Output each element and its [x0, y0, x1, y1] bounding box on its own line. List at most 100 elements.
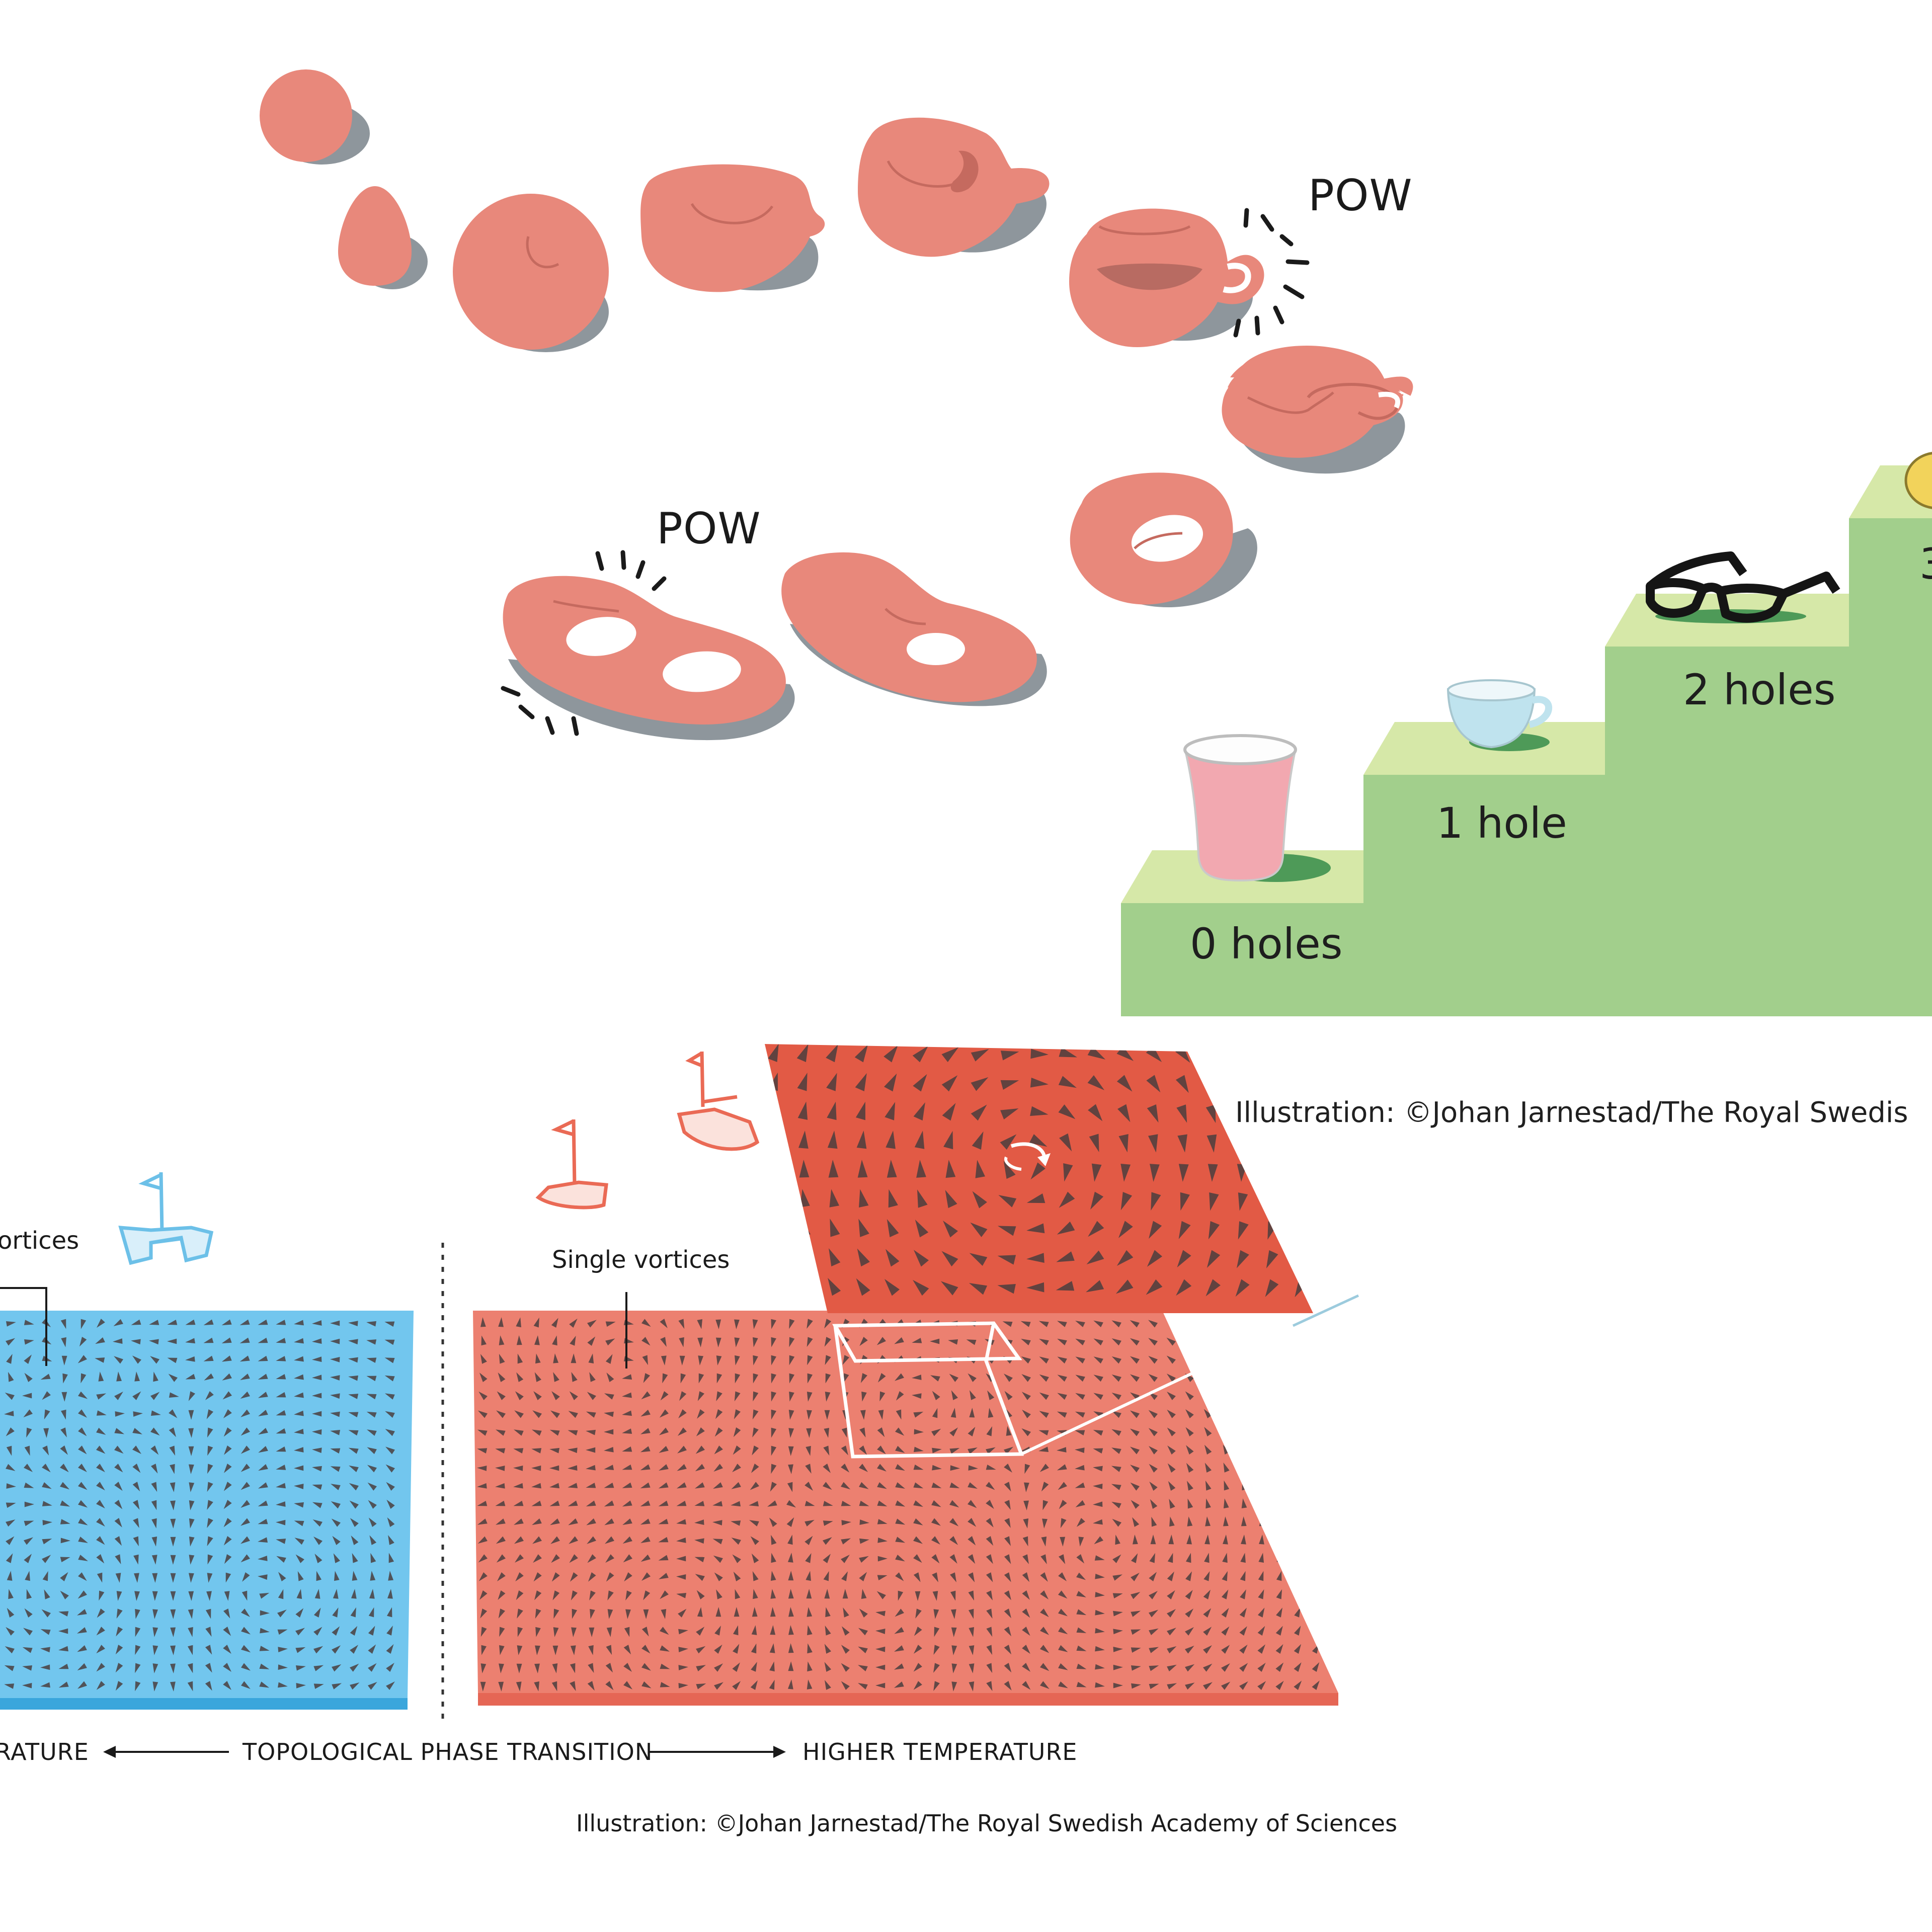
vector-arrow [826, 1073, 837, 1091]
vector-arrow [768, 1101, 779, 1120]
vector-arrow [58, 1681, 69, 1688]
vector-arrow [988, 1408, 994, 1418]
vector-arrow [732, 1681, 741, 1690]
vector-arrow [1026, 1223, 1045, 1234]
vector-arrow [1039, 1374, 1049, 1382]
vector-arrow [386, 1607, 392, 1618]
vector-arrow [968, 1447, 978, 1454]
vector-arrow [731, 1520, 741, 1526]
vector-arrow [25, 1571, 30, 1581]
vector-arrow [1118, 1221, 1133, 1238]
vector-arrow [732, 1464, 741, 1473]
vector-arrow [913, 1500, 923, 1507]
vector-arrow [859, 1608, 868, 1618]
vector-arrow [931, 1482, 942, 1488]
vector-arrow [590, 1608, 595, 1619]
vector-arrow [1185, 1682, 1195, 1690]
vector-arrow [753, 1589, 758, 1599]
vector-arrow [169, 1409, 178, 1418]
vector-arrow [752, 1427, 759, 1437]
vector-arrow [605, 1338, 615, 1346]
vector-arrow [752, 1409, 759, 1420]
vector-arrow [1276, 1571, 1282, 1581]
vector-arrow [1004, 1681, 1012, 1691]
vector-arrow [753, 1391, 759, 1402]
vector-arrow [221, 1319, 232, 1326]
vector-arrow [480, 1663, 487, 1673]
vector-arrow [170, 1663, 176, 1673]
vector-arrow [1313, 1516, 1319, 1526]
vector-arrow [1111, 1484, 1121, 1490]
vector-arrow [641, 1681, 652, 1688]
vector-arrow [207, 1500, 213, 1510]
vector-arrow [1058, 1590, 1068, 1599]
vector-arrow [877, 1464, 887, 1472]
vector-arrow [1021, 1338, 1031, 1345]
vector-arrow [697, 1337, 703, 1347]
vector-arrow [1147, 1104, 1159, 1123]
vector-arrow [658, 1555, 669, 1561]
vector-arrow [568, 1447, 578, 1454]
vector-arrow [1167, 1391, 1176, 1400]
vector-arrow [258, 1355, 268, 1361]
vector-arrow [1021, 1392, 1031, 1400]
vector-arrow [1221, 1589, 1229, 1599]
vector-arrow [277, 1629, 288, 1635]
vector-arrow [769, 1517, 777, 1527]
vector-arrow [788, 1571, 794, 1581]
vector-arrow [1131, 1572, 1140, 1581]
vector-arrow [498, 1317, 504, 1327]
vector-arrow [643, 1590, 651, 1600]
vector-arrow [278, 1589, 284, 1599]
vector-arrow [605, 1354, 613, 1364]
vector-arrow [771, 1553, 776, 1563]
vector-arrow [368, 1500, 377, 1509]
vector-arrow [1021, 1374, 1031, 1382]
vector-arrow [823, 1520, 833, 1526]
vector-arrow [26, 1589, 32, 1599]
vector-arrow [604, 1429, 614, 1435]
vector-arrow [678, 1608, 687, 1618]
vector-arrow [1086, 1280, 1104, 1293]
vector-arrow [912, 1045, 928, 1063]
vector-arrow [370, 1553, 376, 1563]
vector-arrow [152, 1645, 158, 1655]
vector-arrow [714, 1572, 723, 1581]
vector-arrow [187, 1645, 193, 1655]
vector-arrow [386, 1681, 395, 1690]
vector-arrow [1040, 1572, 1048, 1582]
vector-arrow [1313, 1372, 1321, 1382]
vector-arrow [1312, 1680, 1320, 1690]
step-label-0: 0 holes [1190, 919, 1343, 969]
vector-arrow [698, 1373, 704, 1384]
vector-arrow [276, 1338, 286, 1343]
vector-arrow [986, 1554, 993, 1564]
vector-arrow [207, 1573, 213, 1583]
vector-arrow [1058, 1104, 1076, 1119]
vector-arrow [1275, 1644, 1283, 1654]
eyeglasses-icon [1646, 551, 1840, 623]
vector-arrow [1058, 1608, 1068, 1617]
vector-arrow [622, 1464, 632, 1470]
vector-arrow [824, 1319, 832, 1329]
vector-arrow [386, 1482, 395, 1491]
vector-arrow [205, 1645, 212, 1655]
vector-arrow [895, 1537, 906, 1543]
vector-arrow [133, 1411, 143, 1417]
vector-arrow [830, 1219, 840, 1237]
vector-arrow [114, 1536, 122, 1546]
vector-arrow [643, 1373, 651, 1383]
vector-arrow [1130, 1374, 1140, 1382]
vector-arrow [659, 1409, 669, 1418]
vector-arrow [949, 1518, 959, 1526]
vector-arrow [1176, 1104, 1187, 1123]
vector-arrow [1095, 1664, 1105, 1670]
vector-arrow [1133, 1535, 1138, 1545]
vector-arrow [1113, 1611, 1123, 1617]
vector-arrow [1206, 1134, 1217, 1153]
vector-arrow [96, 1410, 107, 1416]
vector-arrow [1112, 1574, 1123, 1581]
vector-arrow [61, 1392, 67, 1402]
vector-arrow [807, 1661, 813, 1672]
vector-arrow [150, 1392, 160, 1400]
